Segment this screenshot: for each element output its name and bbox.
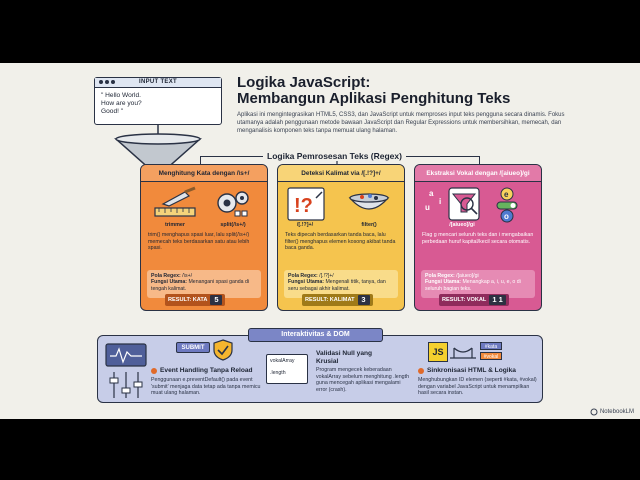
dom-panel: Interaktivitas & DOM SUBMIT Event Handli… [97, 328, 543, 403]
svg-text:i: i [439, 197, 441, 206]
caption-filter: filter() [361, 222, 377, 228]
card-regex-box: Pola Regex: /[.!?]+/ Fungsi Utama: Menge… [284, 270, 398, 298]
caption-trimmer: trimmer [164, 222, 186, 228]
item-sync-title: Sinkronisasi HTML & Logika [427, 367, 516, 374]
submit-button-illustration: SUBMIT [176, 342, 210, 353]
bridge-icon [450, 347, 476, 359]
bullet-icon [418, 368, 424, 374]
input-line: How are you? [101, 100, 142, 107]
monitor-sliders-icon [105, 343, 147, 398]
caption-regex: /[.!?]+/ [296, 222, 314, 228]
flow-label: Logika Pemrosesan Teks (Regex) [263, 151, 406, 161]
item-event-title: Event Handling Tanpa Reload [160, 367, 253, 374]
input-line: " Hello World. [101, 92, 141, 99]
result-badge: RESULT: KALIMAT 3 [302, 294, 373, 306]
result-value: 3 [357, 295, 370, 305]
card-title: Ekstraksi Vokal dengan /[aiueo]/gi [415, 165, 541, 182]
svg-text:u: u [425, 203, 430, 212]
punctuation-icon: !? [287, 187, 325, 221]
card-description: Teks dipecah berdasarkan tanda baca, lal… [285, 232, 396, 252]
card-description: trim() menghapus spasi luar, lalu split(… [148, 232, 250, 252]
vowel-funnel-icon: a u i e o [425, 187, 518, 223]
input-window-body: " Hello World. How are you? Good! " [95, 88, 221, 120]
card-word-count: Menghitung Kata dengan /\s+/ trimmer spl… [140, 164, 268, 311]
result-value: 5 [210, 295, 223, 305]
card-illustration: !? /[.!?]+/ filter() [278, 182, 404, 232]
sieve-icon [348, 193, 390, 210]
infographic-sheet: INPUT TEXT " Hello World. How are you? G… [0, 63, 640, 419]
panel-title: Interaktivitas & DOM [248, 328, 383, 342]
intro-paragraph: Aplikasi ini mengintegrasikan HTML5, CSS… [237, 112, 565, 134]
bullet-icon [151, 368, 157, 374]
result-value: 1 1 [489, 295, 506, 305]
svg-text:!?: !? [294, 195, 313, 217]
svg-text:a: a [429, 189, 434, 198]
card-description: Flag g mencari seluruh teks dan i mengab… [422, 232, 534, 245]
razor-icon [154, 186, 196, 217]
card-sentence-detect: Deteksi Kalimat via /[.!?]+/ !? /[.!?]+/… [277, 164, 405, 311]
item-sync-text: Menghubungkan ID elemen (seperti #kata, … [418, 377, 537, 397]
input-text-window: INPUT TEXT " Hello World. How are you? G… [94, 77, 222, 125]
list-item: vokalArray [270, 358, 295, 364]
item-null-title: Validasi Null yang Krusial [316, 350, 373, 365]
card-title: Menghitung Kata dengan /\s+/ [141, 165, 267, 182]
card-regex-box: Pola Regex: /\s+/ Fungsi Utama: Menangan… [147, 270, 261, 298]
input-line: Good! " [101, 108, 124, 115]
js-badge: JS [428, 342, 448, 362]
input-window-title: INPUT TEXT [95, 78, 221, 88]
notebooklm-logo-icon [590, 408, 598, 416]
item-null-text: Program mengecek keberadaan vokalArray s… [316, 367, 410, 393]
card-regex-box: Pola Regex: /[aiueo]/gi Fungsi Utama: Me… [421, 270, 535, 298]
svg-text:e: e [504, 190, 509, 199]
tag-vokal: #vokal [480, 352, 502, 360]
shield-check-icon [213, 339, 233, 361]
tag-kata: #kata [480, 342, 502, 350]
page-title: Logika JavaScript: Membangun Aplikasi Pe… [237, 74, 511, 107]
item-event-text: Penggunaan e.preventDefault() pada event… [151, 377, 261, 397]
svg-text:o: o [504, 212, 509, 221]
gear-icon [217, 191, 249, 217]
result-badge: RESULT: VOKAL 1 1 [439, 294, 509, 306]
card-illustration: a u i e o /[aiueo]/gi [415, 182, 541, 232]
window-dots-icon [99, 80, 115, 84]
card-vowel-extract: Ekstraksi Vokal dengan /[aiueo]/gi a u i… [414, 164, 542, 311]
card-title: Deteksi Kalimat via /[.!?]+/ [278, 165, 404, 182]
result-badge: RESULT: KATA 5 [165, 294, 226, 306]
list-item: .length [270, 370, 286, 376]
code-list-card: vokalArray .length [266, 354, 308, 384]
notebooklm-watermark: NotebookLM [590, 408, 634, 416]
card-illustration: trimmer split(/\s+/) [141, 182, 267, 232]
caption-regex: /[aiueo]/gi [449, 222, 475, 228]
caption-split: split(/\s+/) [220, 222, 246, 228]
